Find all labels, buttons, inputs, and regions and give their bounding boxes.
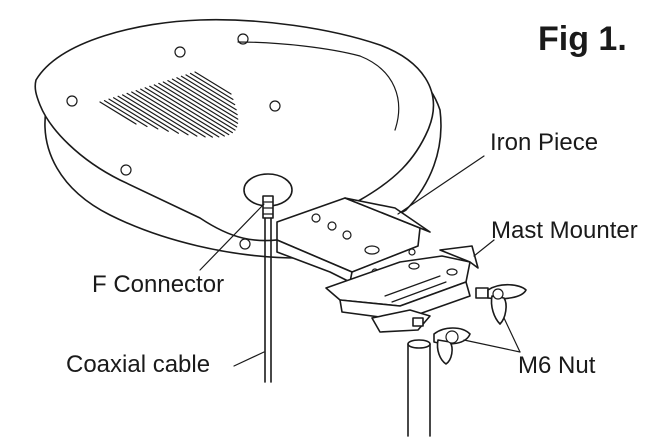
vent-slot — [180, 75, 237, 111]
leader-iron-piece — [397, 155, 485, 215]
vent-slot — [153, 84, 233, 134]
antenna-plate-ridge — [237, 41, 361, 57]
leader-m6-nut-a — [503, 317, 521, 353]
screw-hole — [269, 100, 281, 112]
figure-title: Fig 1. — [538, 20, 627, 58]
leader-m6-nut-b — [463, 339, 521, 353]
vent-slot — [112, 97, 169, 132]
vent-slot — [121, 94, 189, 136]
vent-slot — [144, 87, 225, 137]
vent-slot — [185, 74, 236, 106]
screw-hole — [237, 33, 249, 45]
label-m6-nut: M6 Nut — [518, 352, 596, 379]
label-coaxial-cable: Coaxial cable — [66, 351, 210, 378]
bracket-hole — [311, 213, 321, 223]
vent-slot — [117, 95, 179, 134]
iron-piece-bracket — [276, 197, 431, 283]
antenna-plate-edge — [359, 55, 400, 131]
mast-pole-top — [407, 339, 431, 349]
vent-slot — [176, 77, 238, 116]
f-connector-body — [262, 195, 274, 219]
vent-slot — [194, 71, 232, 95]
leader-mast-mounter — [473, 239, 495, 257]
m6-wing-nut-upper — [475, 283, 527, 325]
vent-slot — [126, 92, 198, 137]
vent-slot — [135, 89, 213, 138]
vent-slot — [103, 99, 148, 128]
antenna-vent-slots — [99, 71, 239, 138]
vent-slot — [158, 82, 236, 131]
screw-hole — [174, 46, 186, 58]
vent-slot — [171, 78, 239, 120]
m6-wing-nut-lower — [412, 317, 471, 365]
bracket-hole — [327, 221, 337, 231]
mast-mounter — [325, 245, 479, 333]
bracket-hole — [342, 230, 352, 240]
vent-slot — [99, 101, 137, 125]
label-f-connector: F Connector — [92, 271, 224, 298]
vent-slot — [167, 79, 239, 124]
vent-slot — [131, 91, 206, 138]
vent-slot — [149, 85, 230, 136]
screw-hole — [120, 164, 132, 176]
vent-slot — [108, 98, 159, 130]
label-iron-piece: Iron Piece — [490, 129, 598, 156]
leader-f-connector — [199, 203, 265, 271]
vent-slot — [162, 81, 238, 128]
bracket-hole — [408, 248, 416, 256]
label-mast-mounter: Mast Mounter — [491, 217, 638, 244]
bracket-slot — [364, 245, 380, 255]
leader-coaxial-cable — [233, 351, 265, 367]
antenna-screw-holes — [66, 33, 281, 250]
screw-hole — [66, 95, 78, 107]
vent-slot — [140, 88, 220, 138]
screw-hole — [239, 238, 251, 250]
vent-slot — [189, 72, 234, 101]
